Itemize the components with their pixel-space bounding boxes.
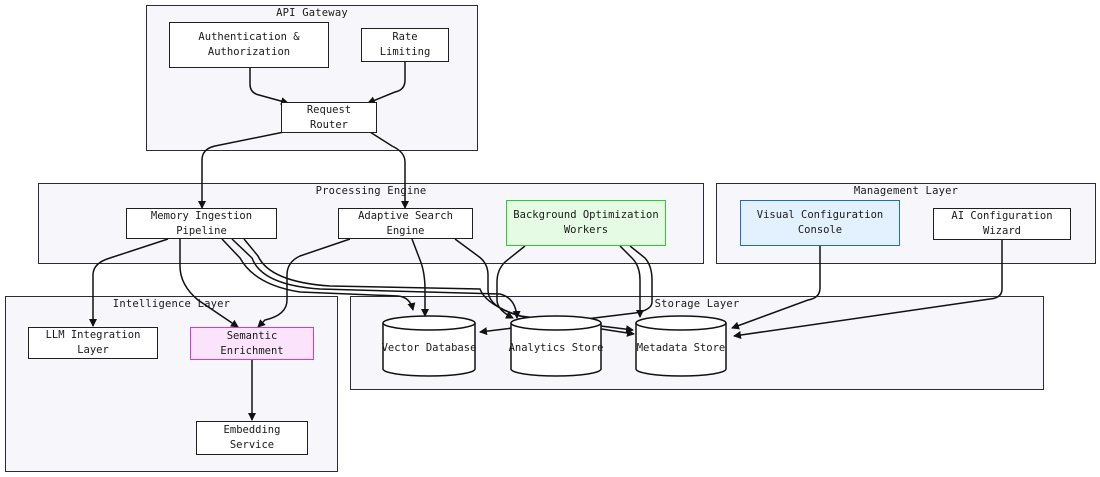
- group-title-storage-layer: Storage Layer: [654, 298, 740, 310]
- edge-router-to-ingestion: [198, 131, 285, 209]
- group-title-processing-engine: Processing Engine: [315, 185, 427, 197]
- edge-workers-to-metadata: [619, 245, 644, 318]
- node-request-router[interactable]: Request Router: [281, 102, 377, 133]
- edge-wizard-to-metadata: [733, 240, 1003, 339]
- analytics-store-cylinder: [510, 315, 602, 377]
- edge-workers-to-vector: [479, 245, 653, 336]
- edge-ingestion-to-semantic: [179, 239, 239, 328]
- label-metadata-store[interactable]: Metadata Store: [636, 342, 726, 354]
- edge-ingestion-to-vector: [221, 238, 416, 311]
- node-visual-configuration-console[interactable]: Visual Configuration Console: [740, 200, 900, 246]
- edge-rate-to-router: [367, 62, 406, 105]
- label-vector-database[interactable]: Vector Database: [381, 342, 477, 354]
- edge-search-to-semantic: [257, 238, 351, 328]
- node-rate-limiting[interactable]: Rate Limiting: [361, 28, 449, 62]
- group-title-management-layer: Management Layer: [853, 185, 959, 197]
- node-authentication-authorization[interactable]: Authentication & Authorization: [169, 22, 329, 68]
- node-ai-configuration-wizard[interactable]: AI Configuration Wizard: [933, 208, 1071, 240]
- edge-workers-to-analytics: [496, 245, 526, 319]
- group-title-api-gateway: API Gateway: [276, 7, 348, 19]
- node-semantic-enrichment[interactable]: Semantic Enrichment: [190, 327, 314, 360]
- edge-console-to-metadata: [731, 246, 821, 330]
- node-adaptive-search-engine[interactable]: Adaptive Search Engine: [338, 208, 473, 239]
- edge-ingestion-to-llm: [89, 238, 169, 327]
- node-background-optimization-workers[interactable]: Background Optimization Workers: [506, 200, 666, 246]
- edge-auth-to-router: [249, 68, 289, 105]
- vector-database-cylinder: [382, 315, 476, 377]
- edge-ingestion-to-analytics: [231, 238, 521, 319]
- node-memory-ingestion-pipeline[interactable]: Memory Ingestion Pipeline: [126, 208, 277, 239]
- edge-router-to-search: [369, 131, 409, 209]
- node-llm-integration-layer[interactable]: LLM Integration Layer: [28, 327, 158, 359]
- node-embedding-service[interactable]: Embedding Service: [196, 421, 308, 455]
- edge-search-to-vector: [411, 238, 429, 317]
- label-analytics-store[interactable]: Analytics Store: [508, 342, 604, 354]
- metadata-store-cylinder: [635, 315, 727, 377]
